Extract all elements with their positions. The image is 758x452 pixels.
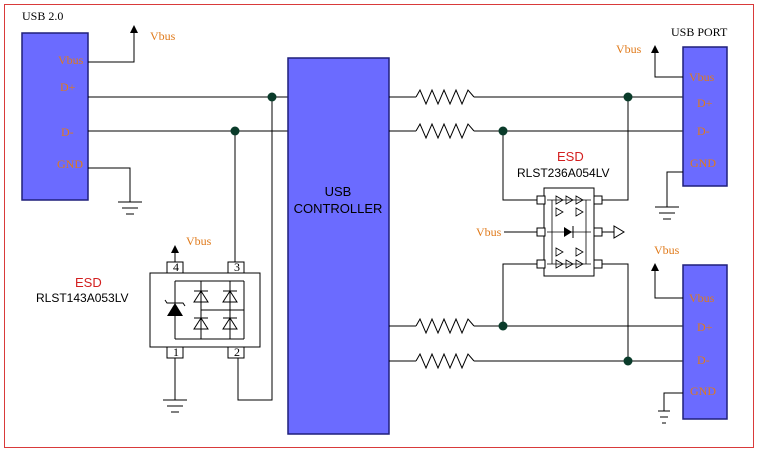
usb20-vbus-arrow-icon	[130, 25, 138, 33]
right-data-lines	[389, 88, 683, 370]
usb20-pin-dminus: D-	[61, 125, 74, 139]
usbport-bottom-vbus-label: Vbus	[654, 243, 680, 257]
usbport-top-pin-gnd: GND	[690, 156, 716, 170]
usbport-bottom-pin-dplus: D+	[697, 320, 713, 334]
left-data-lines	[88, 96, 288, 401]
usbport-bottom-pin-vbus: Vbus	[689, 291, 715, 305]
esd-left-pin-3: 3	[234, 260, 240, 274]
usb-controller-label-line1: USB	[325, 184, 352, 199]
junction-top-dplus-right	[623, 92, 633, 102]
usbport-bottom-vbus-arrow-icon	[651, 263, 659, 271]
esd-left-pin-2: 2	[234, 345, 240, 359]
esd-right-label: ESD	[557, 149, 584, 164]
resistor-bottom-dminus	[415, 352, 475, 370]
usbport-bottom-gnd-symbol	[658, 392, 683, 424]
usbport-top-pin-dplus: D+	[697, 96, 713, 110]
usbport-title: USB PORT	[671, 25, 728, 39]
esd-left-pin-1: 1	[173, 345, 179, 359]
esd-right-part: RLST236A054LV	[517, 166, 610, 180]
usb20-pin-vbus: Vbus	[58, 53, 84, 67]
esd-left-part: RLST143A053LV	[36, 291, 129, 305]
usb-controller-label-line2: CONTROLLER	[294, 201, 383, 216]
usb20-pin-dplus: D+	[60, 80, 76, 94]
usbport-top-gnd-symbol	[655, 171, 683, 220]
usb20-vbus-label: Vbus	[150, 29, 176, 43]
junction-bottom-dminus-right	[623, 356, 633, 366]
esd-left-zener-icon	[167, 303, 183, 316]
usbport-bottom-vbus-line	[654, 268, 683, 299]
diagram-frame	[4, 4, 754, 448]
usbport-top-vbus-line	[654, 50, 683, 78]
usbport-top-pin-vbus: Vbus	[689, 70, 715, 84]
usb20-title: USB 2.0	[22, 9, 63, 23]
junction-top-dminus-right	[498, 126, 508, 136]
esd-left-pin-4: 4	[173, 260, 179, 274]
usbport-bottom-pin-gnd: GND	[690, 384, 716, 398]
esd-right-zener-icon	[564, 227, 572, 237]
usbport-top-vbus-arrow-icon	[651, 45, 659, 53]
usbport-bottom-connector-block	[682, 264, 728, 420]
esd-left-gnd-symbol	[163, 399, 187, 413]
resistor-top-dplus	[415, 88, 475, 106]
junction-dplus-left	[267, 92, 277, 102]
usb20-gnd-symbol	[88, 167, 142, 215]
usbport-top-vbus-label: Vbus	[616, 42, 642, 56]
usbport-top-pin-dminus: D-	[697, 124, 710, 138]
usbport-top-connector-block	[682, 46, 728, 187]
resistor-top-dminus	[415, 122, 475, 140]
esd-right-vbus-label: Vbus	[476, 225, 502, 239]
esd-left-label: ESD	[75, 275, 102, 290]
usbport-bottom-pin-dminus: D-	[697, 353, 710, 367]
esd-left-vbus-arrow-icon	[171, 245, 179, 253]
usb20-vbus-line	[88, 30, 135, 63]
usb20-connector-block	[21, 32, 89, 201]
esd-left-zener-bar	[164, 299, 186, 307]
junction-bottom-dplus-right	[498, 321, 508, 331]
usb20-pin-gnd: GND	[57, 157, 83, 171]
resistor-bottom-dplus	[415, 317, 475, 335]
esd-left-vbus-label: Vbus	[186, 234, 212, 248]
junction-dminus-left	[230, 126, 240, 136]
esd-right-gnd-triangle-icon	[613, 225, 625, 239]
usb-controller-block	[287, 57, 390, 435]
esd-right-internal	[547, 195, 591, 269]
